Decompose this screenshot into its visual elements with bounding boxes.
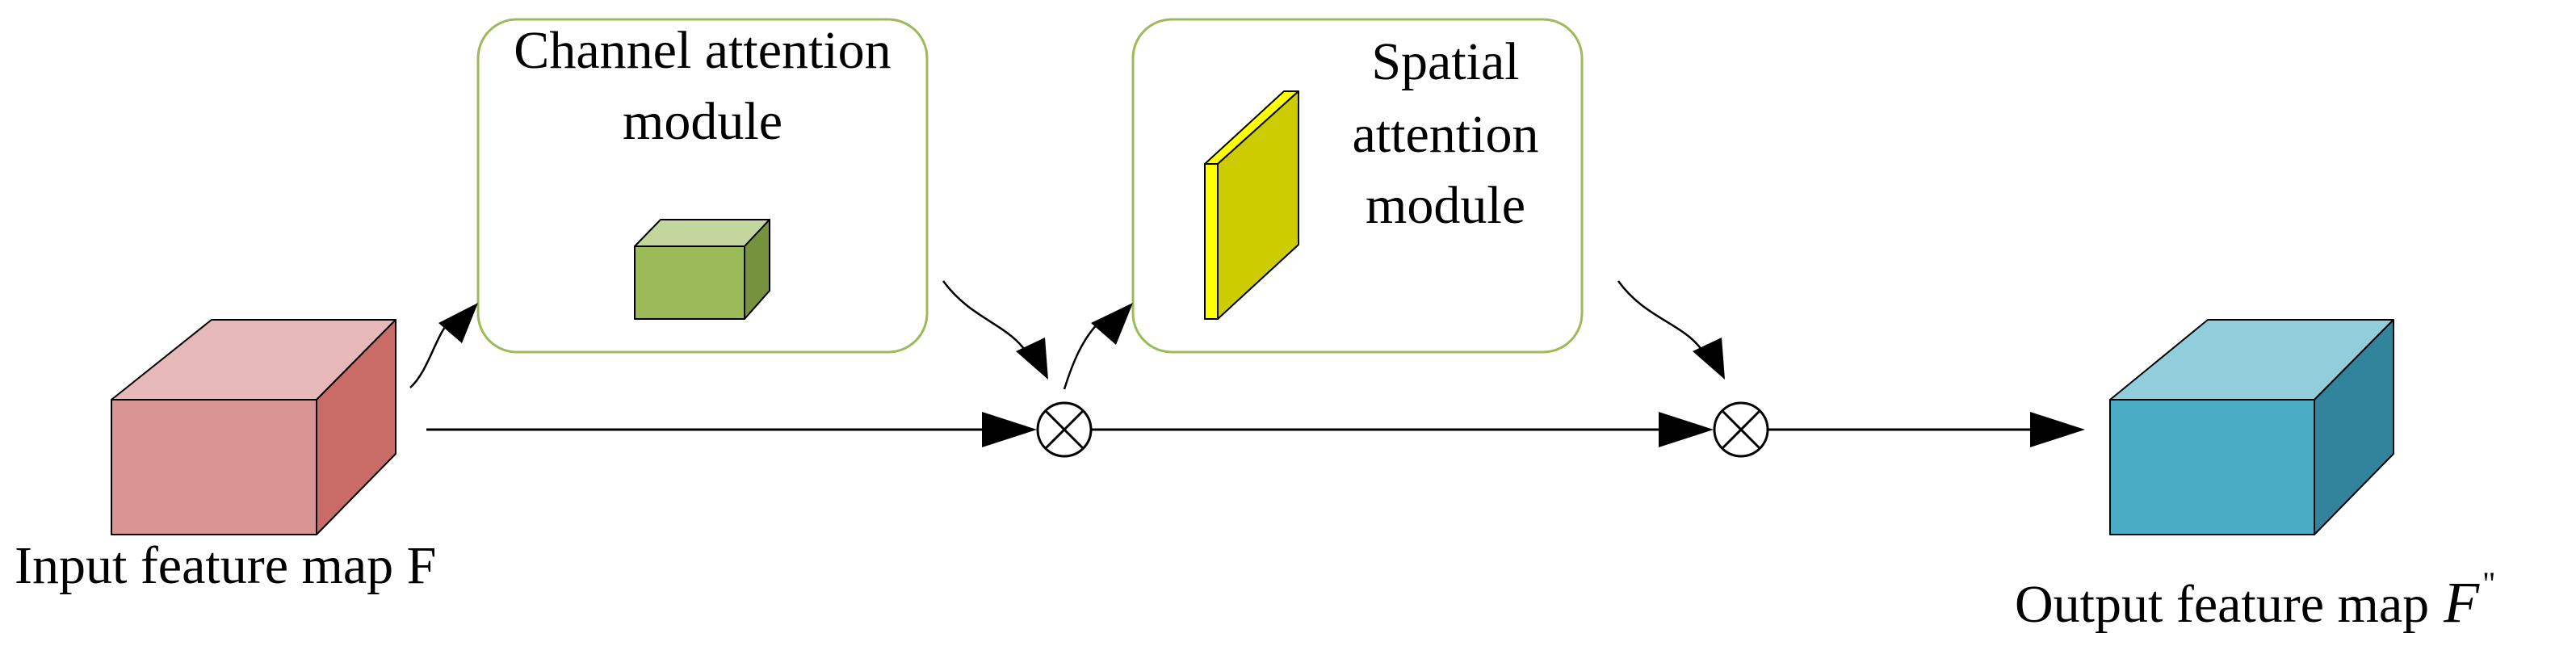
multiply-operator-2 bbox=[1713, 401, 1769, 458]
curve-arrow-input-to-channel-head bbox=[438, 303, 478, 343]
curve-arrow-op1-to-spatial bbox=[1063, 321, 1101, 390]
main-arrow-2-head bbox=[1659, 412, 1714, 447]
spatial-plate-edge bbox=[1204, 163, 1219, 320]
input-cube-front bbox=[111, 399, 317, 535]
spatial-module-title-line1: Spatial bbox=[1371, 32, 1519, 91]
output-cube-front bbox=[2109, 399, 2315, 535]
multiply-operator-1 bbox=[1036, 401, 1093, 458]
output-label-symbol: F bbox=[2443, 570, 2480, 635]
spatial-attention-plate bbox=[1204, 90, 1299, 320]
main-arrow-1-head bbox=[982, 412, 1037, 447]
spatial-module-title-line2: attention bbox=[1353, 105, 1539, 164]
input-feature-map-cube bbox=[111, 319, 396, 535]
channel-module-title-line2: module bbox=[623, 92, 782, 151]
curve-arrow-channel-to-op1 bbox=[942, 280, 1031, 358]
main-arrow-3-head bbox=[2030, 412, 2085, 447]
curve-arrow-input-to-channel bbox=[409, 321, 450, 388]
curve-arrow-op1-to-spatial-head bbox=[1091, 303, 1133, 345]
curve-arrow-spatial-to-op2-head bbox=[1693, 338, 1725, 380]
output-label-superscript: " bbox=[2482, 565, 2495, 602]
channel-cube-front bbox=[634, 245, 745, 320]
curve-arrow-spatial-to-op2 bbox=[1617, 280, 1708, 358]
channel-module-title-line1: Channel attention bbox=[514, 21, 891, 80]
output-feature-map-cube bbox=[2109, 319, 2394, 535]
channel-attention-module-box bbox=[476, 18, 929, 354]
spatial-module-title-line3: module bbox=[1366, 176, 1525, 235]
curve-arrow-channel-to-op1-head bbox=[1016, 338, 1048, 380]
output-label-text: Output feature map bbox=[2015, 575, 2429, 634]
channel-attention-cube bbox=[634, 219, 770, 320]
input-feature-map-label: Input feature map F bbox=[15, 536, 436, 595]
